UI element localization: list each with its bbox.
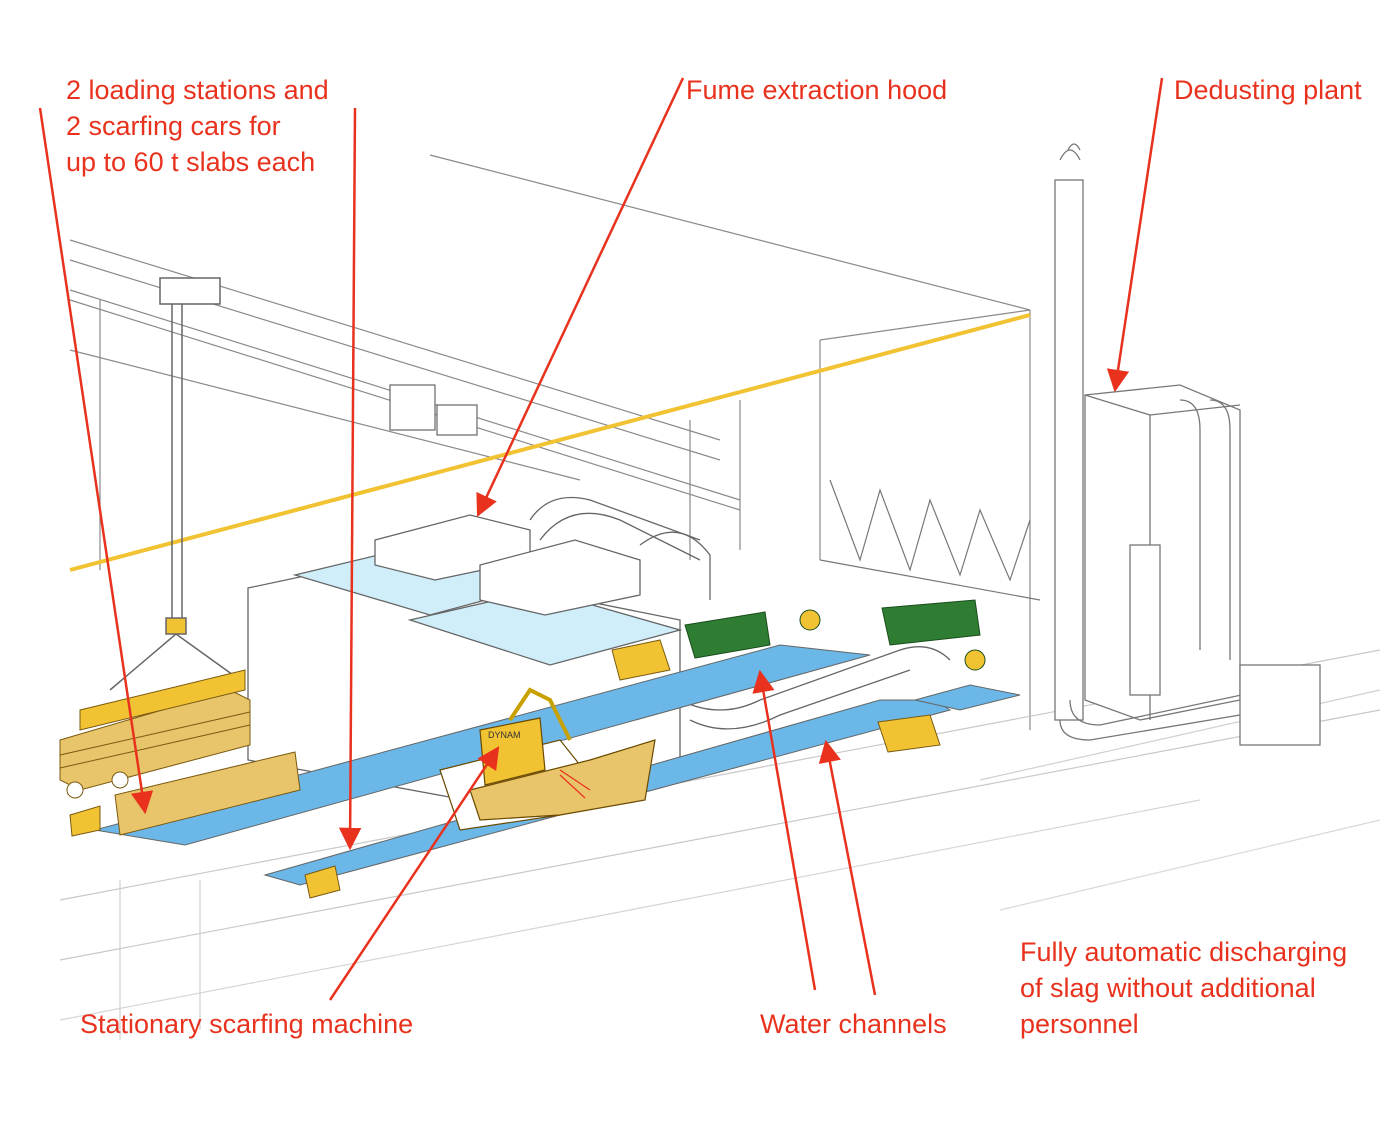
buffer-blocks	[611, 639, 941, 753]
arrow-dedusting	[1106, 77, 1164, 393]
label-dedusting-plant: Dedusting plant	[1174, 75, 1362, 105]
fume-hood-enclosure	[247, 496, 951, 811]
slab-stack	[59, 669, 251, 799]
arrow-loading-2	[338, 107, 362, 851]
slag-hopper	[819, 479, 1041, 601]
arrow-water-2	[818, 739, 877, 996]
annotation-arrows	[38, 77, 1164, 1001]
label-water-channels: Water channels	[760, 1009, 947, 1039]
machine-badge: DYNAM	[488, 730, 521, 740]
label-loading-stations: 2 loading stations and 2 scarfing cars f…	[66, 75, 329, 177]
arrow-scarfing-machine	[328, 746, 500, 1001]
label-fume-extraction-hood: Fume extraction hood	[686, 75, 948, 105]
crane-rail	[69, 313, 1031, 572]
arrow-water-1	[752, 669, 817, 991]
arrow-loading-1	[38, 107, 154, 815]
slag-buckets	[684, 599, 986, 671]
crane-hoist	[109, 277, 241, 691]
scarfing-car	[69, 751, 341, 899]
operator-cabin	[389, 384, 478, 436]
label-automatic-discharging: Fully automatic discharging of slag with…	[1020, 937, 1348, 1039]
arrow-fume	[476, 77, 685, 518]
label-stationary-scarfing-machine: Stationary scarfing machine	[80, 1009, 414, 1039]
dedusting-plant-unit	[1054, 143, 1321, 746]
